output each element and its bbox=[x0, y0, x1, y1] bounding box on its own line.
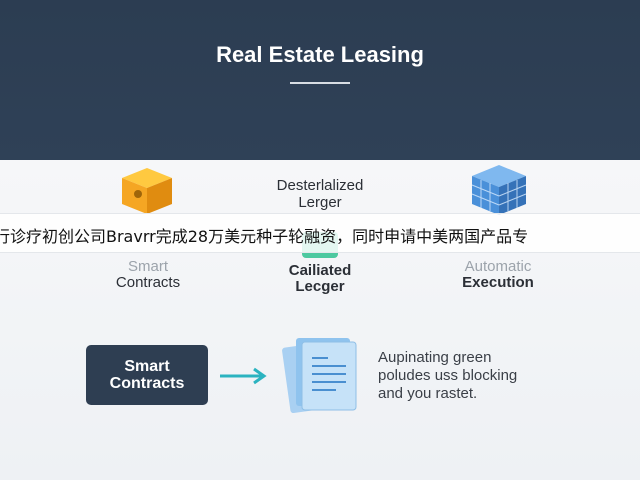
ledger-bottom-label: Cailiated Lecger bbox=[288, 262, 352, 295]
page-title: Real Estate Leasing bbox=[216, 42, 424, 67]
automatic-execution-label: Automatic Execution bbox=[462, 258, 534, 291]
button-line1: Smart bbox=[124, 358, 170, 375]
header-band: Real Estate Leasing bbox=[0, 0, 640, 160]
button-line2: Contracts bbox=[109, 375, 185, 392]
arrow-right-icon bbox=[218, 366, 270, 390]
blue-grid-cube-icon bbox=[468, 163, 530, 221]
ledger-top-label: Desterlalized Lerger bbox=[276, 177, 364, 211]
smart-contracts-button[interactable]: Smart Contracts bbox=[86, 345, 208, 405]
news-banner[interactable]: 行诊疗初创公司Bravrr完成28万美元种子轮融资，同时申请中美两国产品专 bbox=[0, 213, 640, 253]
orange-cube-icon bbox=[118, 166, 176, 220]
description-text: Aupinating green poludes uss blocking an… bbox=[378, 349, 518, 402]
title-underline bbox=[290, 82, 350, 84]
smart-contracts-label: Smart Contracts bbox=[115, 258, 181, 291]
document-stack-icon bbox=[280, 330, 364, 420]
banner-text: 行诊疗初创公司Bravrr完成28万美元种子轮融资，同时申请中美两国产品专 bbox=[0, 227, 529, 246]
